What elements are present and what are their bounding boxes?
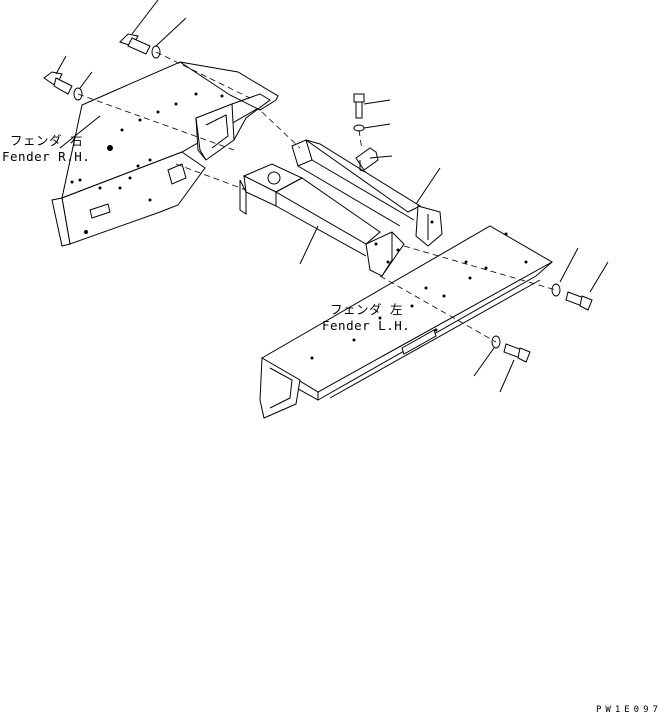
bolt-1 [119,33,161,59]
drawing-code: PW1E097 [596,705,662,715]
bolt-3 [353,93,365,132]
bolt-2 [43,71,83,101]
alignment-lines [77,51,557,343]
fender-rh [51,61,279,247]
bolt-5 [491,335,531,363]
fender-rh-en-label: Fender R.H. [2,149,91,164]
leader-lines [55,0,609,393]
cross-member-upper [291,139,443,247]
fender-lh [259,225,554,419]
cross-member-lower [239,163,405,277]
clip-bracket [355,147,379,173]
fender-lh-en-label: Fender L.H. [322,318,411,333]
fender-rh-jp-label: フェンダ 右 [10,133,84,148]
bolt-4 [551,283,593,311]
fender-lh-jp-label: フェンダ 左 [330,302,404,317]
